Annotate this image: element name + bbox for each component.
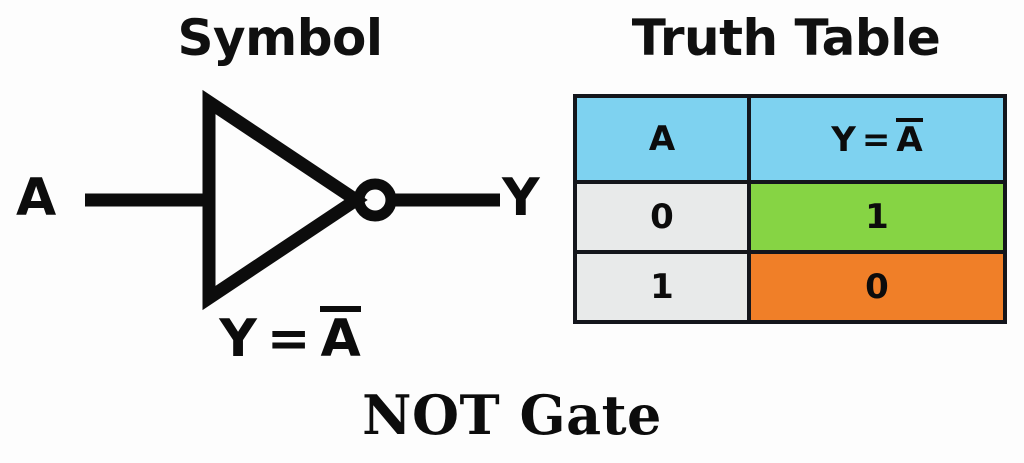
equation-rhs-overbar: A — [320, 306, 361, 365]
cell-a-row1: 1 — [573, 250, 751, 324]
column-header-y-overbar: A — [896, 118, 923, 160]
column-header-a: A — [573, 94, 751, 184]
input-label-a: A — [16, 168, 57, 228]
truth-table-panel-heading: Truth Table — [631, 9, 941, 67]
equation-lhs: Y — [219, 309, 257, 369]
column-header-y-operator: = — [861, 120, 891, 160]
truth-table: A Y=A 0 1 1 0 — [573, 94, 1007, 324]
inversion-bubble-icon — [353, 178, 397, 222]
symbol-equation: Y=A — [150, 306, 430, 369]
inverter-triangle — [202, 89, 368, 311]
table-header-row: A Y=A — [573, 94, 1007, 184]
cell-a-row0: 0 — [573, 180, 751, 254]
output-label-y: Y — [502, 168, 540, 228]
gate-caption: NOT Gate — [362, 383, 662, 447]
cell-y-row0: 1 — [747, 180, 1007, 254]
equation-operator: = — [266, 309, 311, 369]
column-header-y-lhs: Y — [831, 120, 856, 160]
column-header-y: Y=A — [747, 94, 1007, 184]
cell-y-row1: 0 — [747, 250, 1007, 324]
not-gate-symbol — [85, 89, 500, 311]
table-row: 1 0 — [573, 250, 1007, 324]
symbol-panel-heading: Symbol — [177, 9, 383, 67]
table-row: 0 1 — [573, 180, 1007, 254]
